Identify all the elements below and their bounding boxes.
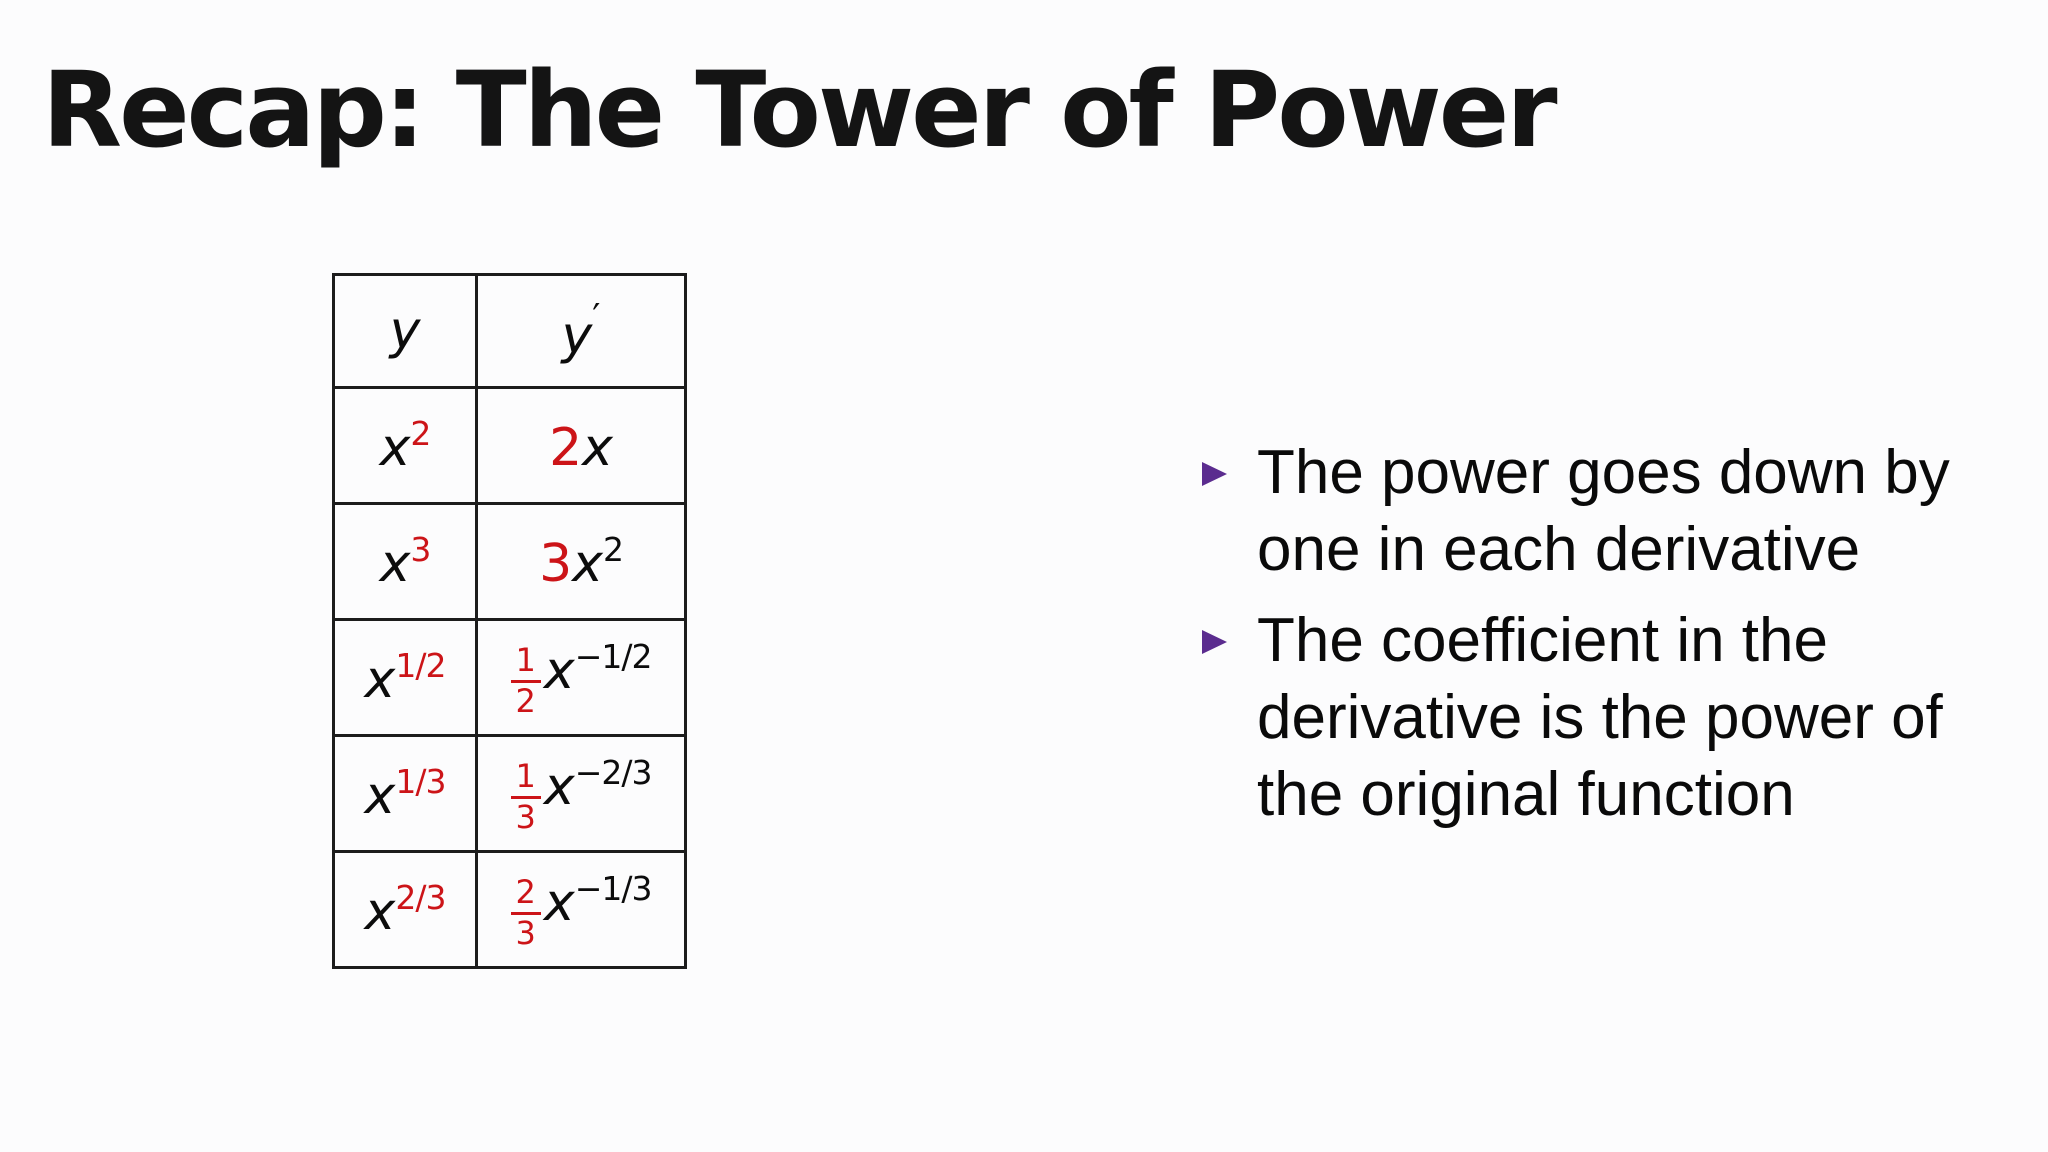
table-row: x3 3x2 <box>332 502 687 621</box>
math-coefficient: 2 <box>549 417 583 478</box>
math-base: x <box>543 872 575 933</box>
math-coefficient: 3 <box>539 533 573 594</box>
math-exponent: 1/2 <box>395 645 446 685</box>
bullet-triangle-icon <box>1202 462 1227 486</box>
fraction-numerator: 2 <box>515 873 536 912</box>
table-row: x2 2x <box>332 386 687 505</box>
derivative-table: y y′ x2 2x x3 3x2 x1/2 <box>332 273 687 969</box>
bullet-triangle-icon <box>1202 630 1227 654</box>
math-exponent: 2/3 <box>395 877 446 917</box>
math-base: x <box>379 533 411 594</box>
prime-mark: ′ <box>592 296 601 338</box>
cell-y-row5: x2/3 <box>332 850 478 969</box>
fraction-numerator: 1 <box>515 757 536 796</box>
math-base: x <box>364 765 396 826</box>
table-header-y: y <box>332 273 478 389</box>
cell-y-row3: x1/2 <box>332 618 478 737</box>
bullet-item-2: The coefficient in the derivative is the… <box>1202 602 2002 833</box>
bullet-line: The coefficient in the <box>1257 606 1828 675</box>
bullet-line: derivative is the power of <box>1257 683 1943 752</box>
cell-yprime-row2: 3x2 <box>475 502 687 621</box>
bullet-text-2: The coefficient in the derivative is the… <box>1257 602 2002 833</box>
math-base: x <box>364 649 396 710</box>
table-header-y-prime: y′ <box>475 273 687 389</box>
math-base: x <box>543 640 575 701</box>
cell-y-row2: x3 <box>332 502 478 621</box>
math-exponent: −1/2 <box>574 636 653 676</box>
math-exponent: 3 <box>410 529 431 569</box>
fraction-numerator: 1 <box>515 641 536 680</box>
cell-yprime-row1: 2x <box>475 386 687 505</box>
fraction-denominator: 2 <box>510 679 541 719</box>
math-base: x <box>543 756 575 817</box>
page-title: Recap: The Tower of Power <box>42 49 1558 171</box>
math-exponent: 2 <box>602 529 624 569</box>
math-exponent: 1/3 <box>395 761 446 801</box>
math-exponent: −2/3 <box>574 752 653 792</box>
math-exponent: 2 <box>410 413 431 453</box>
math-base: x <box>364 881 396 942</box>
header-y-prime-symbol: y <box>561 305 593 366</box>
bullet-item-1: The power goes down by one in each deriv… <box>1202 434 2002 588</box>
math-exponent: −1/3 <box>574 868 653 908</box>
cell-y-row1: x2 <box>332 386 478 505</box>
math-base: x <box>582 417 613 478</box>
bullet-line: the original function <box>1257 760 1795 829</box>
bullet-line: The power goes down by <box>1257 438 1950 507</box>
header-y-symbol: y <box>389 301 421 361</box>
bullet-text-1: The power goes down by one in each deriv… <box>1257 434 2002 588</box>
cell-y-row4: x1/3 <box>332 734 478 853</box>
math-base: x <box>572 533 603 594</box>
fraction-denominator: 3 <box>510 795 541 835</box>
bullet-line: one in each derivative <box>1257 515 1861 584</box>
table-header-row: y y′ <box>332 273 687 389</box>
fraction-denominator: 3 <box>510 911 541 951</box>
math-base: x <box>379 417 411 478</box>
